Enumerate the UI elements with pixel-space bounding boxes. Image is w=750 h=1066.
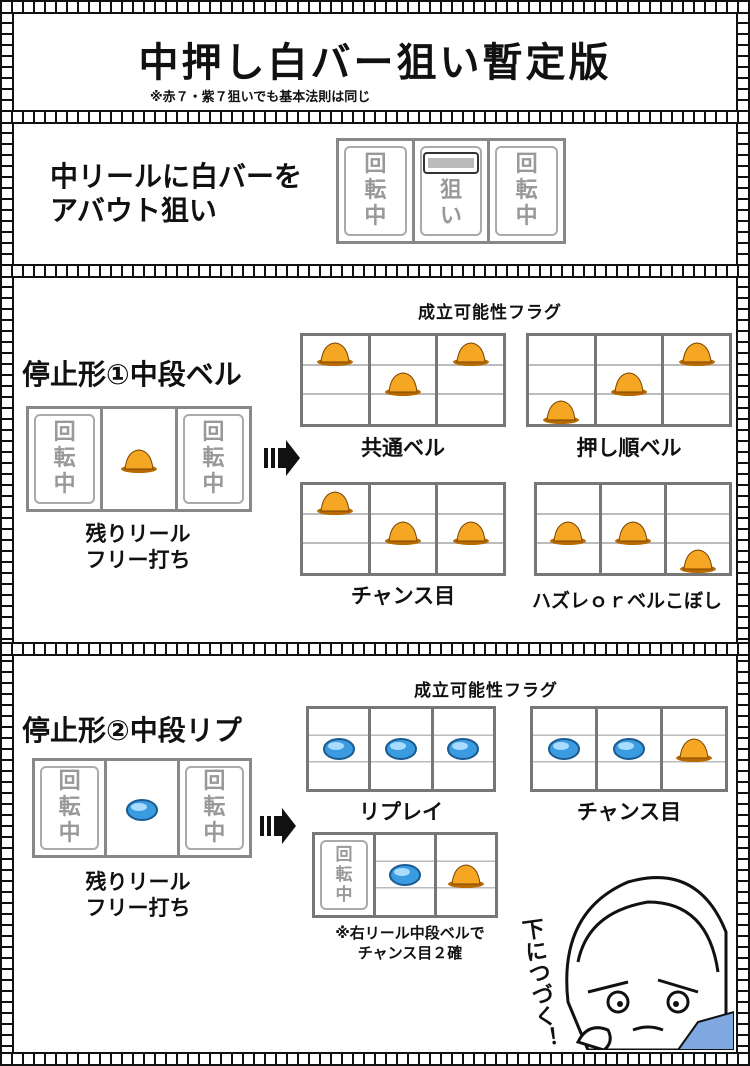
aim-text-line2: アバウト狙い [50, 194, 217, 227]
spinning-label: 回 転 中 [320, 840, 368, 910]
spin-char: 転 [335, 865, 353, 885]
spinning-label: 回 転 中 [40, 766, 100, 850]
spin-char: 回 [203, 769, 226, 794]
outcome-label: リプレイ [359, 800, 443, 824]
outcome-label: チャンス目 [576, 800, 682, 824]
outcome-label: ハズレｏｒベルこぼし [531, 590, 722, 612]
bell-icon [543, 400, 580, 424]
stop1-note-line1: 残りリール [85, 522, 191, 546]
spin-char: 転 [202, 446, 225, 471]
replay-icon [613, 738, 645, 760]
replay-icon [125, 799, 158, 821]
bell-icon [448, 864, 484, 888]
spin-char: 回 [515, 152, 538, 177]
bell-icon [317, 491, 354, 515]
spin-char: 回 [53, 420, 76, 445]
aim-text-line1: 中リールに白バーを [50, 160, 303, 193]
spinning-label: 回 転 中 [182, 414, 244, 504]
outcome-replay [306, 706, 496, 792]
stop1-title: 停止形①中段ベル [22, 358, 242, 391]
outcome-label: 押し順ベル [576, 436, 682, 460]
replay-icon [389, 864, 421, 886]
stop1-note-line2: フリー打ち [85, 548, 191, 572]
outcome-right-bell-example: 回 転 中 [312, 832, 498, 918]
stop1-flags-header: 成立可能性フラグ [418, 303, 562, 323]
title-panel [12, 12, 738, 112]
spin-char: 回 [364, 152, 387, 177]
stop2-note-line2: フリー打ち [85, 896, 191, 920]
spin-char: 中 [203, 821, 226, 846]
film-strip-bottom [0, 1052, 750, 1066]
center-reel [107, 761, 180, 855]
spin-char: 回 [335, 845, 353, 865]
spin-char: 回 [58, 769, 81, 794]
outcome-label: チャンス目 [350, 584, 456, 608]
right-arrow-icon [264, 440, 300, 476]
bell-icon [611, 372, 647, 396]
page-subtitle: ※赤７・紫７狙いでも基本法則は同じ [150, 90, 371, 105]
stop2-note-line1: 残りリール [85, 870, 191, 894]
bell-icon [678, 342, 715, 366]
bell-icon [452, 521, 489, 545]
bell-icon [452, 342, 489, 366]
spin-char: 転 [203, 795, 226, 820]
outcome-order-bell [526, 333, 732, 427]
spin-char: 中 [515, 204, 538, 229]
bell-icon [317, 342, 354, 366]
left-reel: 回 転 中 [35, 761, 108, 855]
outcome-chance-2 [530, 706, 728, 792]
outcome-common-bell [300, 333, 506, 427]
aim-char: 狙 [440, 178, 463, 203]
film-strip-right [736, 0, 750, 1066]
bell-icon [680, 549, 716, 573]
stop2-flags-header: 成立可能性フラグ [414, 681, 558, 701]
page-title: 中押し白バー狙い暫定版 [138, 40, 612, 86]
bell-icon [385, 521, 421, 545]
stop2-title: 停止形②中段リプ [22, 714, 242, 747]
spin-char: 回 [202, 420, 225, 445]
spin-char: 転 [53, 446, 76, 471]
bell-icon [120, 449, 157, 473]
spin-char: 中 [58, 821, 81, 846]
spinning-label: 回 転 中 [34, 414, 96, 504]
replay-icon [447, 738, 480, 760]
right-arrow-icon [260, 808, 296, 844]
bell-icon [615, 521, 651, 545]
stop2-footnote-line2: チャンス目２確 [357, 944, 463, 962]
center-reel [103, 409, 178, 509]
right-reel: 回 転 中 [179, 761, 249, 855]
replay-icon [384, 738, 417, 760]
outcome-chance-1 [300, 482, 506, 576]
spinning-label: 回 転 中 [495, 146, 559, 236]
mascot-character [565, 876, 734, 1050]
bell-icon [550, 521, 586, 545]
spin-char: 中 [364, 204, 387, 229]
stop1-reel-window: 回 転 中 回 転 中 [26, 406, 252, 512]
spin-char: 転 [58, 795, 81, 820]
outcome-miss-or-bell-drop [534, 482, 732, 576]
outcome-label: 共通ベル [361, 436, 445, 460]
bell-icon [385, 372, 421, 396]
right-reel: 回 転 中 [490, 141, 564, 241]
spin-char: 中 [335, 885, 353, 905]
aim-reel-window: 回 転 中 狙 い 回 転 中 [336, 138, 566, 244]
left-reel: 回 転 中 [339, 141, 415, 241]
right-reel: 回 転 中 [177, 409, 249, 509]
stop2-footnote-line1: ※右リール中段ベルで [335, 924, 485, 942]
spinning-label: 回 転 中 [184, 766, 244, 850]
replay-icon [322, 738, 355, 760]
replay-icon [548, 738, 580, 760]
spinning-label: 回 転 中 [344, 146, 407, 236]
spin-char: 中 [202, 472, 225, 497]
spin-char: 転 [364, 178, 387, 203]
spin-char: 転 [515, 178, 538, 203]
spin-char: 中 [53, 472, 76, 497]
left-reel: 回 転 中 [29, 409, 104, 509]
aim-char: い [440, 204, 463, 229]
aim-label: 狙 い [419, 146, 483, 236]
center-reel: 狙 い [414, 141, 491, 241]
white-bar-icon [423, 152, 479, 174]
stop2-reel-window: 回 転 中 回 転 中 [32, 758, 252, 858]
bell-icon [676, 738, 712, 762]
